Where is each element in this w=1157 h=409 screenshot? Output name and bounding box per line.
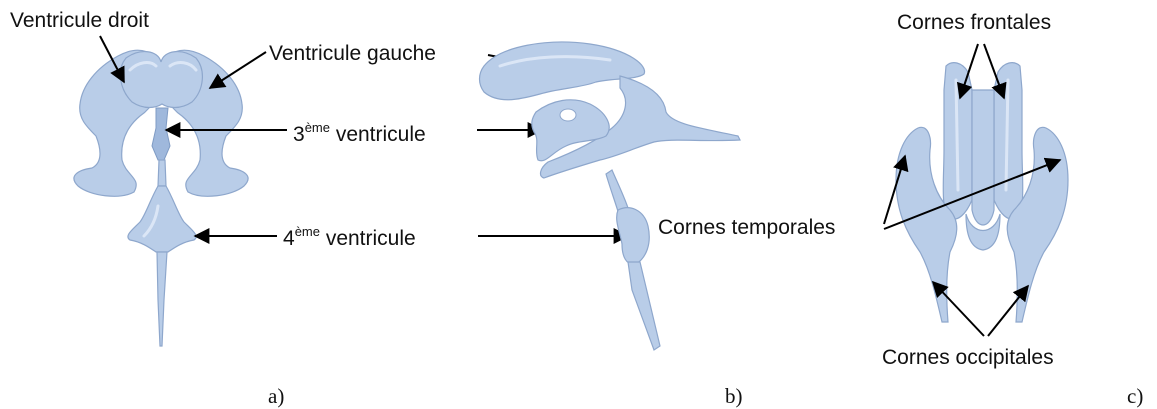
v4-superscript: ème (295, 224, 320, 239)
caption-a: a) (268, 384, 284, 408)
v4-text: ventricule (320, 227, 416, 250)
panel-b-ventricles (480, 42, 741, 350)
v3-text: ventricule (330, 123, 426, 146)
v3-superscript: ème (305, 120, 330, 135)
central-bodies-shape (120, 52, 202, 108)
third-ventricle-shape (152, 108, 170, 160)
panel-a-ventricles (74, 50, 248, 346)
label-cornes-temporales: Cornes temporales (658, 216, 835, 239)
label-cornes-frontales: Cornes frontales (897, 11, 1051, 34)
v3-number: 3 (293, 123, 305, 146)
label-troisieme-ventricule: 3ème ventricule (293, 120, 426, 146)
v4-number: 4 (283, 227, 295, 250)
label-ventricule-droit: Ventricule droit (10, 9, 149, 32)
panel-c-ventricles (896, 63, 1068, 322)
lateral-ventricle-side-shape (480, 42, 645, 100)
label-ventricule-gauche: Ventricule gauche (269, 42, 436, 65)
label-cornes-occipitales: Cornes occipitales (882, 346, 1054, 369)
caption-c: c) (1127, 384, 1143, 408)
fourth-ventricle-side-shape (617, 208, 650, 265)
fourth-ventricle-shape (128, 186, 196, 252)
caption-b: b) (725, 384, 743, 408)
label-quatrieme-ventricule: 4ème ventricule (283, 224, 416, 250)
